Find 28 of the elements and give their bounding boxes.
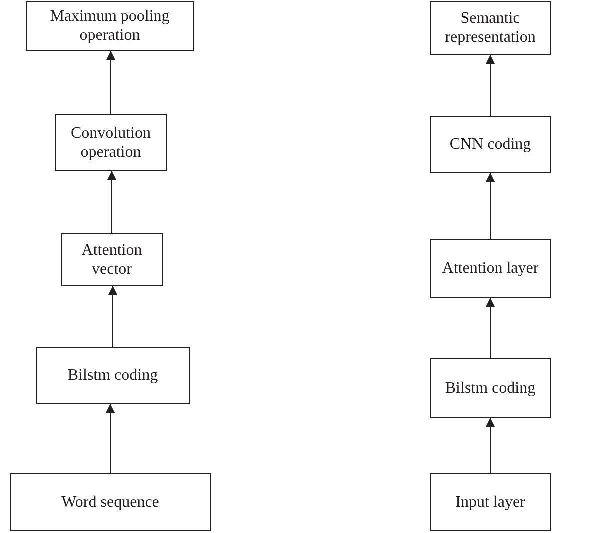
arrow [486,172,495,240]
box-label: Semantic representation [444,9,537,47]
box-label: Bilstm coding [68,366,158,385]
arrow [486,298,495,358]
box-label: Maximum pooling operation [49,7,171,45]
box-label: Input layer [456,492,526,512]
process-box [36,347,190,404]
arrow [106,50,116,114]
process-box [10,473,211,531]
process-box [61,233,163,286]
process-box [55,114,167,171]
process-box [26,1,194,51]
arrow [108,170,116,234]
process-box [430,116,551,173]
process-box [430,1,551,55]
arrow [106,404,115,474]
arrow [108,286,118,348]
arrow [486,54,495,116]
process-box [430,473,551,531]
box-label: Word sequence [62,492,160,512]
box-label: Convolution operation [70,124,152,162]
arrow [486,418,495,474]
process-box [430,358,551,418]
box-label: CNN coding [450,135,532,154]
box-label: Attention vector [80,240,144,278]
box-label: Bilstm coding [445,378,536,398]
process-box [430,239,551,298]
box-label: Attention layer [442,259,539,278]
